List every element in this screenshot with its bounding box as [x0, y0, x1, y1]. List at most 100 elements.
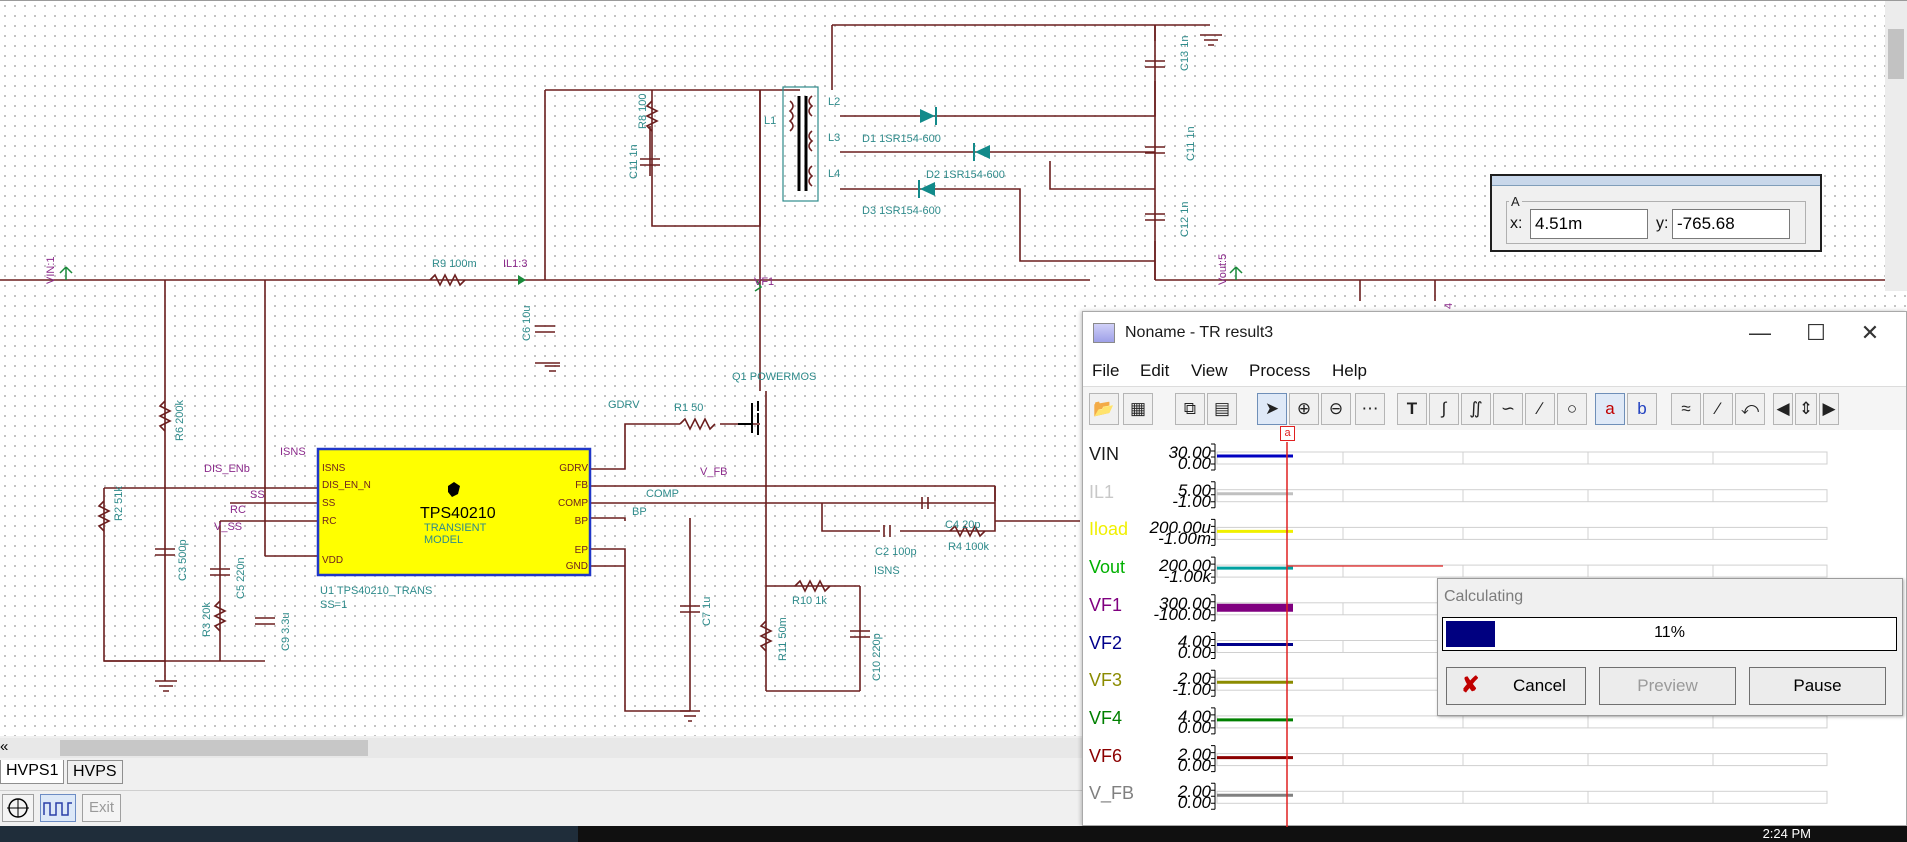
- calculating-dialog: Calculating 11% ✘ Cancel Preview Pause: [1437, 578, 1903, 716]
- line-icon[interactable]: ∕: [1525, 393, 1555, 425]
- trace-track: [1216, 790, 1828, 804]
- menu-help[interactable]: Help: [1332, 361, 1367, 380]
- editor-toolbar: Exit: [0, 790, 1084, 826]
- ic-pin-fb: FB: [575, 480, 588, 491]
- label-r10: R10 1k: [792, 595, 827, 607]
- trace-min-value: -1.00: [1172, 680, 1211, 700]
- tab-hvps1[interactable]: HVPS1: [0, 760, 65, 784]
- paste-icon[interactable]: ▤: [1207, 393, 1237, 425]
- trace-max-value: 2.00: [1177, 669, 1211, 689]
- panel-titlebar[interactable]: [1492, 176, 1820, 186]
- label-u1: U1 TPS40210_TRANS: [320, 585, 432, 597]
- pause-button[interactable]: Pause: [1749, 667, 1886, 705]
- trace-name-vout[interactable]: Vout: [1089, 557, 1126, 578]
- trace-name-vin[interactable]: VIN: [1089, 444, 1120, 464]
- trace-track: [1216, 753, 1828, 767]
- arrow-left-icon[interactable]: ◀: [1773, 393, 1793, 425]
- vertical-scrollbar[interactable]: [1885, 1, 1907, 291]
- zoom-100-icon[interactable]: ⊖: [1321, 393, 1351, 425]
- grid-icon[interactable]: ⋯: [1355, 393, 1385, 425]
- label-bp: BP: [632, 506, 647, 518]
- label-isns-a: ISNS: [280, 446, 306, 458]
- menu-file[interactable]: File: [1092, 361, 1120, 380]
- arrow-updown-icon[interactable]: ⇕: [1795, 393, 1817, 425]
- menu-process[interactable]: Process: [1249, 361, 1311, 380]
- analysis-wave-icon[interactable]: [40, 794, 76, 822]
- formula-icon[interactable]: ∽: [1493, 393, 1523, 425]
- trace-axis: [1211, 556, 1216, 584]
- label-c4: C4 20p: [945, 519, 980, 531]
- tab-hvps[interactable]: HVPS: [67, 760, 123, 784]
- y-coordinate-input[interactable]: [1672, 209, 1790, 239]
- calculating-title: Calculating: [1444, 588, 1524, 605]
- preview-button[interactable]: Preview: [1599, 667, 1736, 705]
- label-gdrv: GDRV: [608, 399, 640, 411]
- label-r9: R9 100m: [432, 258, 477, 270]
- trace-min-value: -1.00m: [1158, 529, 1211, 549]
- trace-axis: [1211, 594, 1216, 622]
- y-label: y:: [1656, 215, 1669, 232]
- trace-name-vf4[interactable]: VF4: [1089, 707, 1123, 728]
- trace-max-value: 2.00: [1177, 782, 1211, 802]
- horizontal-scrollbar[interactable]: «: [0, 738, 1084, 758]
- trace-min-value: -100.00: [1153, 604, 1211, 624]
- ramp-icon[interactable]: ⤺: [1735, 393, 1765, 425]
- trace-name-v_fb[interactable]: V_FB: [1089, 783, 1135, 804]
- label-r4: R4 100k: [948, 541, 989, 553]
- trace-axis: [1211, 707, 1216, 735]
- probe-icon[interactable]: ⁄: [1703, 393, 1733, 425]
- waves-icon[interactable]: ≈: [1671, 393, 1701, 425]
- label-r8: R8 100: [637, 94, 649, 129]
- scroll-left-icon[interactable]: «: [0, 738, 9, 755]
- menu-view[interactable]: View: [1191, 361, 1228, 380]
- trace-axis: [1211, 518, 1216, 546]
- trace-max-value: 2.00: [1177, 744, 1211, 764]
- ic-pin-isns: ISNS: [322, 463, 346, 474]
- window-titlebar[interactable]: Noname - TR result3 — ☐ ✕: [1083, 312, 1906, 356]
- cursor-group-label: A: [1511, 194, 1520, 209]
- label-r6: R6 200k: [174, 400, 186, 441]
- close-icon[interactable]: ✕: [1860, 320, 1880, 345]
- label-c5: C5 220n: [235, 557, 247, 599]
- minimize-icon[interactable]: —: [1749, 320, 1771, 345]
- label-c11b: C11 1n: [1185, 126, 1197, 161]
- trace-min-value: 0.00: [1177, 755, 1211, 775]
- trace-name-il1[interactable]: IL1: [1089, 481, 1115, 502]
- schematic-drawing: ISNS DIS_EN_N SS RC VDD GDRV FB COMP BP …: [0, 24, 1885, 722]
- save-icon[interactable]: ▦: [1123, 393, 1153, 425]
- trace-name-vf6[interactable]: VF6: [1089, 745, 1123, 766]
- arrow-right-icon[interactable]: ▶: [1819, 393, 1839, 425]
- label-d1: D1 1SR154-600: [862, 133, 941, 145]
- text-icon[interactable]: T: [1397, 393, 1427, 425]
- cancel-button[interactable]: ✘ Cancel: [1446, 667, 1586, 705]
- component-icon[interactable]: [2, 794, 34, 822]
- trace-name-iload[interactable]: Iload: [1089, 519, 1129, 540]
- horizontal-scroll-thumb[interactable]: [60, 740, 368, 756]
- menu-bar: File Edit View Process Help: [1083, 356, 1906, 386]
- progress-percent: 11%: [1654, 624, 1685, 641]
- menu-edit[interactable]: Edit: [1140, 361, 1170, 380]
- maximize-icon[interactable]: ☐: [1806, 320, 1826, 345]
- exit-button[interactable]: Exit: [82, 794, 122, 822]
- trace-name-vf2[interactable]: VF2: [1089, 632, 1123, 653]
- open-icon[interactable]: 📂: [1089, 393, 1119, 425]
- x-coordinate-input[interactable]: [1530, 209, 1648, 239]
- cursor-a-icon[interactable]: a: [1595, 393, 1625, 425]
- cursor-b-icon[interactable]: b: [1627, 393, 1657, 425]
- trace-name-vf3[interactable]: VF3: [1089, 670, 1123, 691]
- circle-icon[interactable]: ○: [1557, 393, 1587, 425]
- copy-icon[interactable]: ⧉: [1175, 393, 1205, 425]
- trace-track: [1216, 489, 1828, 503]
- vertical-scroll-thumb[interactable]: [1888, 29, 1904, 79]
- trace-name-vf1[interactable]: VF1: [1089, 594, 1123, 615]
- pointer-icon[interactable]: ➤: [1257, 393, 1287, 425]
- label-c2: C2 100p: [875, 546, 917, 558]
- cursor-a-marker[interactable]: a: [1280, 426, 1295, 441]
- curve-tool-icon[interactable]: ∬: [1461, 393, 1491, 425]
- curve-label-icon[interactable]: ∫: [1429, 393, 1459, 425]
- label-d2: D2 1SR154-600: [926, 169, 1005, 181]
- progress-fill: [1446, 621, 1496, 647]
- zoom-in-icon[interactable]: ⊕: [1289, 393, 1319, 425]
- trace-track: [1216, 451, 1828, 465]
